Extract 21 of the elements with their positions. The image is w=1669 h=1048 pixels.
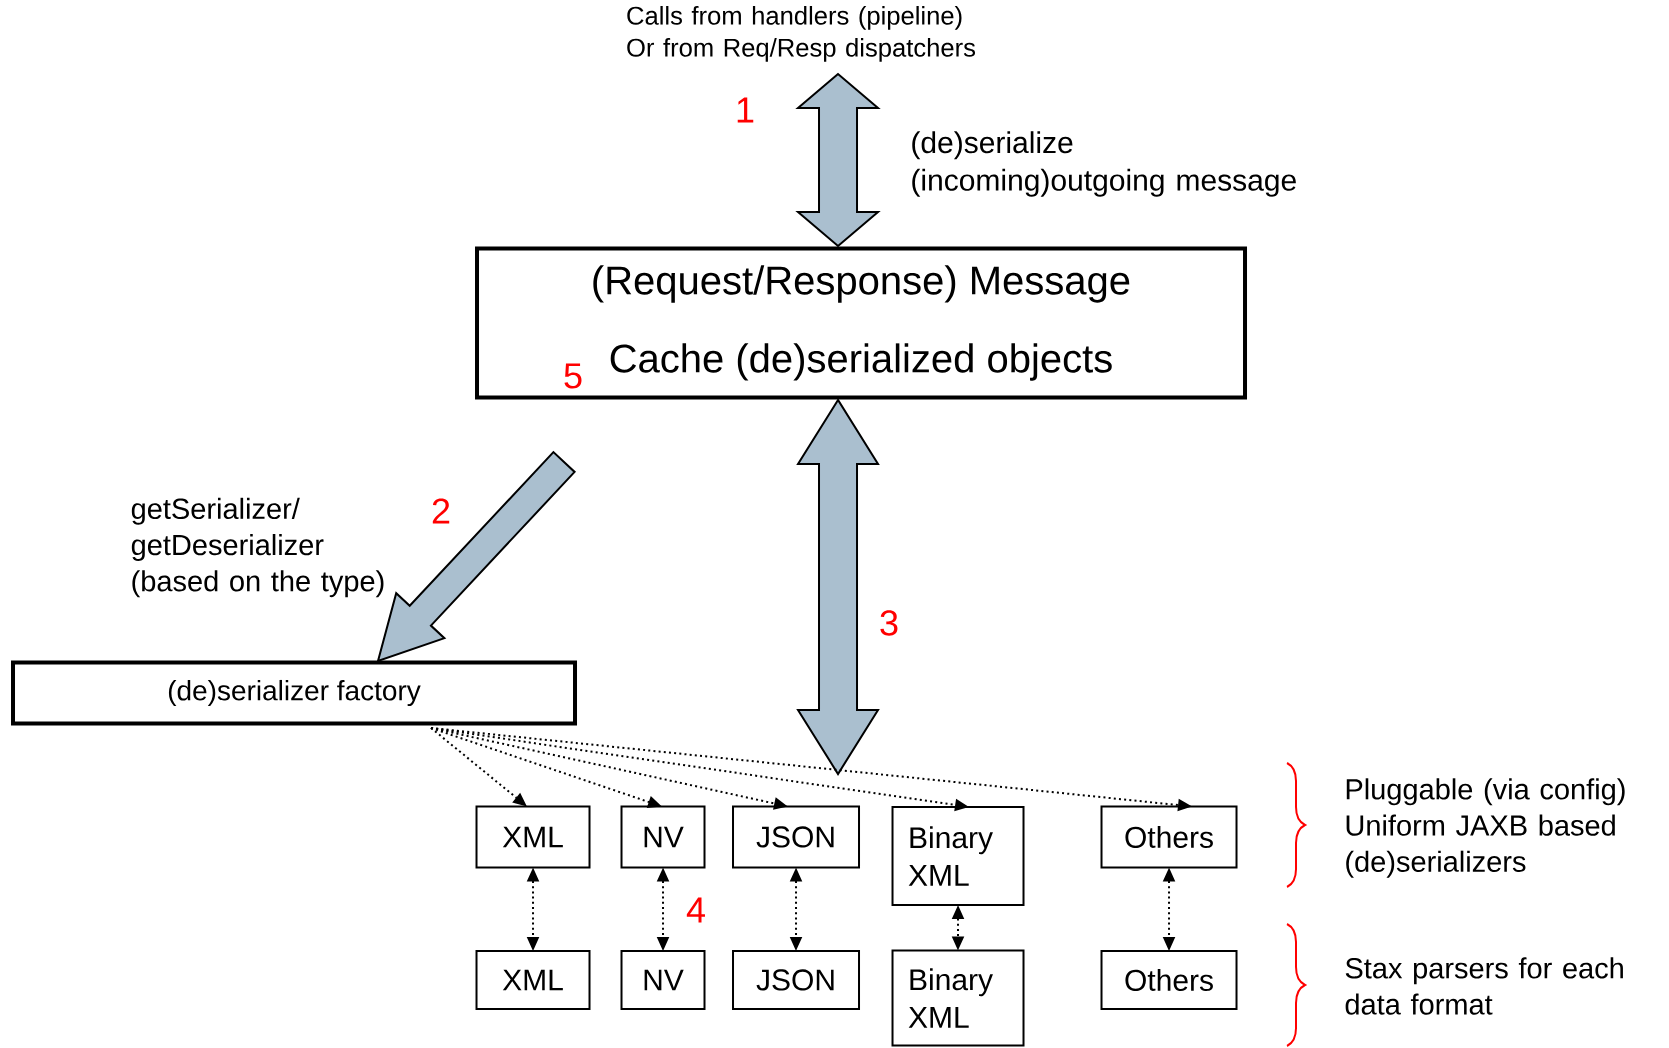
note-text: Stax parsers for each data format [1345, 957, 1623, 1015]
format-box: XML [475, 950, 591, 1010]
factory-box: (de)serializer factory [11, 660, 577, 726]
format-box: NV [620, 805, 706, 869]
note-text: Calls from handlers (pipeline) Or from Req/Resp dispatchers [627, 6, 975, 62]
step-number: 2 [432, 498, 450, 524]
format-box: Others [1100, 805, 1238, 869]
edge-label: (de)serialize (incoming)outgoing message [912, 131, 1296, 197]
step-number: 1 [737, 97, 754, 123]
format-box: XML [475, 805, 591, 869]
step-number: 3 [880, 610, 898, 636]
format-box: Others [1100, 950, 1238, 1010]
format-box: JSON [732, 950, 860, 1010]
format-box: JSON [732, 805, 860, 869]
step-number: 4 [686, 897, 705, 923]
step-number: 5 [564, 363, 582, 389]
format-box: NV [620, 950, 706, 1010]
format-box: Binary XML [891, 949, 1025, 1047]
note-text: Pluggable (via config) Uniform JAXB based (de)serializers [1346, 778, 1625, 878]
edge-label: getSerializer/ getDeserializer (based on the type) [131, 497, 384, 598]
format-box: Binary XML [891, 806, 1025, 906]
